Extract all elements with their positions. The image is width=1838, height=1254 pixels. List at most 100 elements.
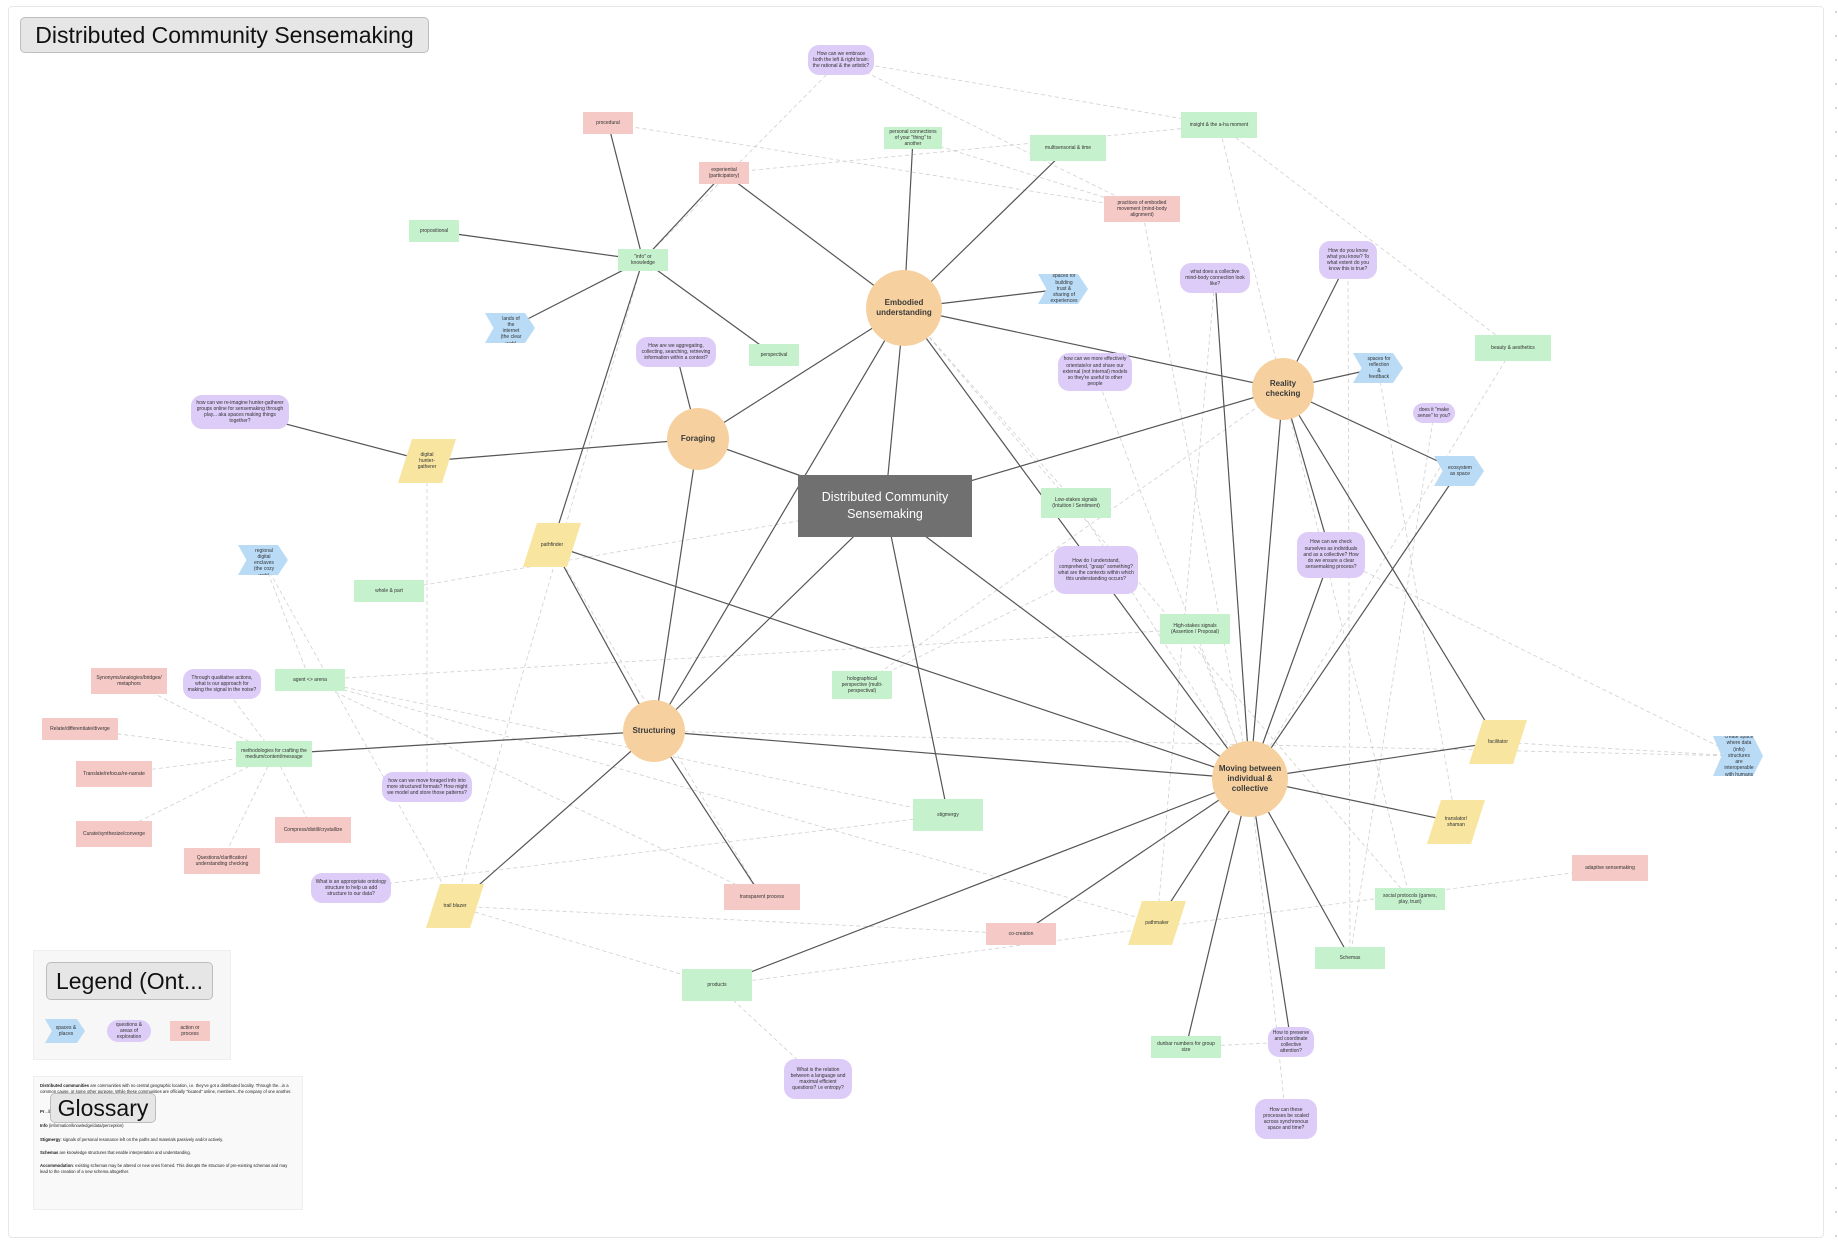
question-node-p-hunter[interactable]: how can we re-imagine hunter-gatherer gr… [191,395,289,429]
action-node-r-synonyms[interactable]: Synonyms/analogies/bridges/ metaphors [91,668,167,694]
action-node-r-compress[interactable]: Compress/distill/crystallize [275,817,351,843]
connector-reality-moving [1249,388,1284,780]
connector-g-method-r-curate [113,753,275,835]
question-node-p-relation[interactable]: What is the relation between a language … [784,1059,852,1099]
glossary-entry: Stigmergy: signals of personal resonance… [40,1137,224,1142]
connector-b-createspace-p-checkourselves [1330,554,1739,757]
connector-structuring-g-method [273,730,655,755]
question-node-p-makesense[interactable]: does it "make sense" to you? [1413,403,1455,423]
question-node-p-checkourselves[interactable]: How can we check ourselves as individual… [1297,532,1365,578]
connector-g-highstakes-g-agent [309,628,1196,681]
connector-p-embrace-g-insight [840,59,1220,126]
glossary-entry: Distributed communities are communities … [40,1083,292,1094]
connector-structuring-y-pathfinder [551,544,655,732]
hub-node-embodied[interactable]: Embodied understanding [866,270,942,346]
action-node-r-translate[interactable]: Translate/refocus/re-narrate [76,761,152,787]
connector-r-cocreation-y-trailblazer [454,905,1022,935]
action-node-r-curate[interactable]: Curate/synthesize/converge [76,821,152,847]
concept-node-g-agent[interactable]: agent <> arena [275,669,345,691]
concept-node-g-prop[interactable]: propositional [409,220,459,242]
legend-questions-shape: questions & areas of exploration [107,1020,151,1042]
connector-g-social-embodied [903,307,1411,900]
connector-r-experiential-g-insight [723,124,1220,174]
question-node-p-forage[interactable]: how can we move foraged info into more s… [382,772,472,802]
concept-node-g-highstakes[interactable]: High-stakes signals (Assertion / Proposa… [1160,614,1230,644]
concept-node-g-dunbar[interactable]: dunbar numbers for group size [1151,1036,1221,1058]
connector-g-insight-g-beauty [1218,124,1514,349]
connector-center-g-stigmergy [884,505,949,816]
hub-node-reality[interactable]: Reality checking [1252,358,1314,420]
connector-moving-p-checkourselves [1249,554,1332,780]
connector-g-schemas-p-makesense [1349,412,1435,959]
connector-embodied-foraging [697,307,905,440]
question-node-p-qualitative[interactable]: Through qualitative actions, what is our… [183,669,261,699]
connector-b-smaller-y-trailblazer [262,559,456,907]
action-node-r-procedural[interactable]: procedural [583,112,633,134]
concept-node-g-personal[interactable]: personal connections of your "thing" to … [884,127,942,149]
legend-action-shape: action or process [170,1021,210,1041]
action-node-r-adaptive[interactable]: adaptive sensemaking [1572,855,1648,881]
concept-node-g-whole[interactable]: whole & part [354,580,424,602]
action-node-r-cocreation[interactable]: co-creation [986,923,1056,945]
question-node-p-ontology[interactable]: What is an appropriate ontology structur… [311,873,391,903]
question-node-p-collective[interactable]: what does a collective mind-body connect… [1180,263,1250,293]
connector-moving-y-facilitator [1249,741,1499,780]
central-topic-node[interactable]: Distributed Community Sensemaking [798,475,972,537]
action-node-r-practices[interactable]: practices of embodied movement (mind-bod… [1104,196,1180,222]
action-node-r-experiential[interactable]: experiential (participatory) [699,162,749,184]
connector-embodied-moving [903,307,1251,780]
question-node-p-aggregating[interactable]: How are we aggregating, collecting, sear… [636,337,716,367]
connector-g-info-g-prop [433,230,644,261]
hub-node-foraging[interactable]: Foraging [667,408,729,470]
canvas-board[interactable] [8,6,1824,1238]
connector-g-info-g-persp [642,259,775,356]
connector-reality-y-facilitator [1282,388,1499,743]
concept-node-g-beauty[interactable]: beauty & aesthetics [1475,335,1551,361]
connector-b-smaller-g-agent [262,559,311,681]
glossary-title[interactable]: Glossary [50,1093,156,1123]
connector-g-insight-reality [1218,124,1284,390]
connector-g-lowstakes-embodied [903,307,1077,504]
concept-node-g-products[interactable]: products [682,969,752,1001]
action-node-r-transparent[interactable]: transparent process [724,884,800,910]
question-node-p-understood[interactable]: How do I understand, comprehend, "grasp"… [1054,546,1138,594]
action-node-r-questions[interactable]: Questions/clarification/ understanding c… [184,848,260,874]
connector-g-agent-r-transparent [309,679,763,898]
concept-node-g-schemas[interactable]: Schemas [1315,947,1385,969]
concept-node-g-method[interactable]: methodologies for crafting the medium/co… [236,741,312,767]
hub-node-structuring[interactable]: Structuring [623,700,685,762]
concept-node-g-multisens[interactable]: multisensorial & time [1030,135,1106,161]
question-node-p-preserve[interactable]: How to preserve and coordinate collectiv… [1268,1027,1314,1057]
connector-p-howdoyou-g-schemas [1347,259,1351,959]
connector-g-info-r-experiential [642,172,725,261]
concept-node-g-holo[interactable]: holographical perspective (multi-perspec… [832,671,892,699]
concept-node-g-lowstakes[interactable]: Low-stakes signals (Intuition / Sentimen… [1041,488,1111,518]
glossary-entry: Accommodation: existing schemas may be a… [40,1163,288,1174]
connector-g-info-y-pathfinder [551,259,644,546]
concept-node-g-insight[interactable]: insight & the a-ha moment [1181,112,1257,138]
question-node-p-embrace[interactable]: How can we embrace both the left & right… [808,45,874,75]
connector-y-trailblazer-g-products [454,905,718,986]
connector-moving-p-collective [1214,277,1251,780]
hub-node-moving[interactable]: Moving between individual & collective [1212,741,1288,817]
concept-node-g-persp[interactable]: perspectival [749,344,799,366]
question-node-p-howdoyou[interactable]: How do you know what you know? To what e… [1319,241,1377,279]
board-title[interactable]: Distributed Community Sensemaking [20,17,429,53]
connector-g-beauty-moving [1249,347,1514,780]
question-node-p-orientation[interactable]: how can we more effectively orientate/or… [1058,353,1132,391]
connector-r-procedural-r-practices [607,122,1143,210]
glossary-entry: Info (information/knowledge/data/percept… [40,1123,124,1128]
action-node-r-relate[interactable]: Relate/differentiate/diverge [42,718,118,740]
connector-b-createspace-structuring [653,730,1739,757]
question-node-p-processes[interactable]: How can these processes be scaled across… [1255,1099,1317,1139]
connector-g-social-reality [1282,388,1411,900]
legend-title[interactable]: Legend (Ont... [46,962,213,1000]
concept-node-g-info[interactable]: "info" or knowledge [618,249,668,271]
connector-foraging-structuring [653,438,699,732]
concept-node-g-stigmergy[interactable]: stigmergy [913,799,983,831]
connector-foraging-y-digital [426,438,699,462]
connector-g-agent-g-stigmergy [309,679,949,816]
concept-node-g-social[interactable]: social protocols (games, play, trust) [1375,888,1445,910]
connector-p-embrace-g-info [642,59,842,261]
